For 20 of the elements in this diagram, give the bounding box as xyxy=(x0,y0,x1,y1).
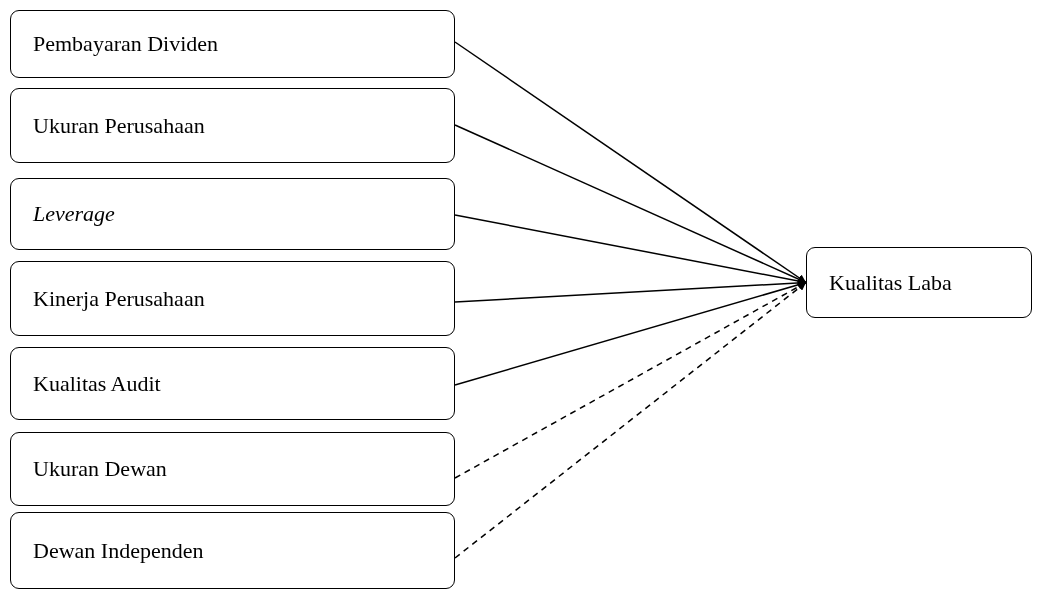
variable-label: Ukuran Perusahaan xyxy=(33,112,205,139)
variable-label: Kualitas Laba xyxy=(829,269,952,296)
variable-label: Kualitas Audit xyxy=(33,370,161,397)
arrow xyxy=(454,281,807,559)
variable-label: Kinerja Perusahaan xyxy=(33,285,205,312)
variable-box xyxy=(10,347,455,420)
arrow xyxy=(454,281,807,479)
variable-label: Dewan Independen xyxy=(33,537,204,564)
variable-box xyxy=(10,432,455,506)
variable-label: Leverage xyxy=(33,201,115,227)
variable-box xyxy=(806,247,1032,318)
variable-label: Pembayaran Dividen xyxy=(33,31,219,57)
variable-box xyxy=(10,88,455,163)
variable-box xyxy=(10,512,455,589)
variable-box xyxy=(10,10,455,78)
variable-box xyxy=(10,178,455,250)
variable-label: Ukuran Dewan xyxy=(33,456,167,482)
arrow xyxy=(454,124,807,284)
arrow xyxy=(454,41,807,284)
variable-box xyxy=(10,261,455,336)
